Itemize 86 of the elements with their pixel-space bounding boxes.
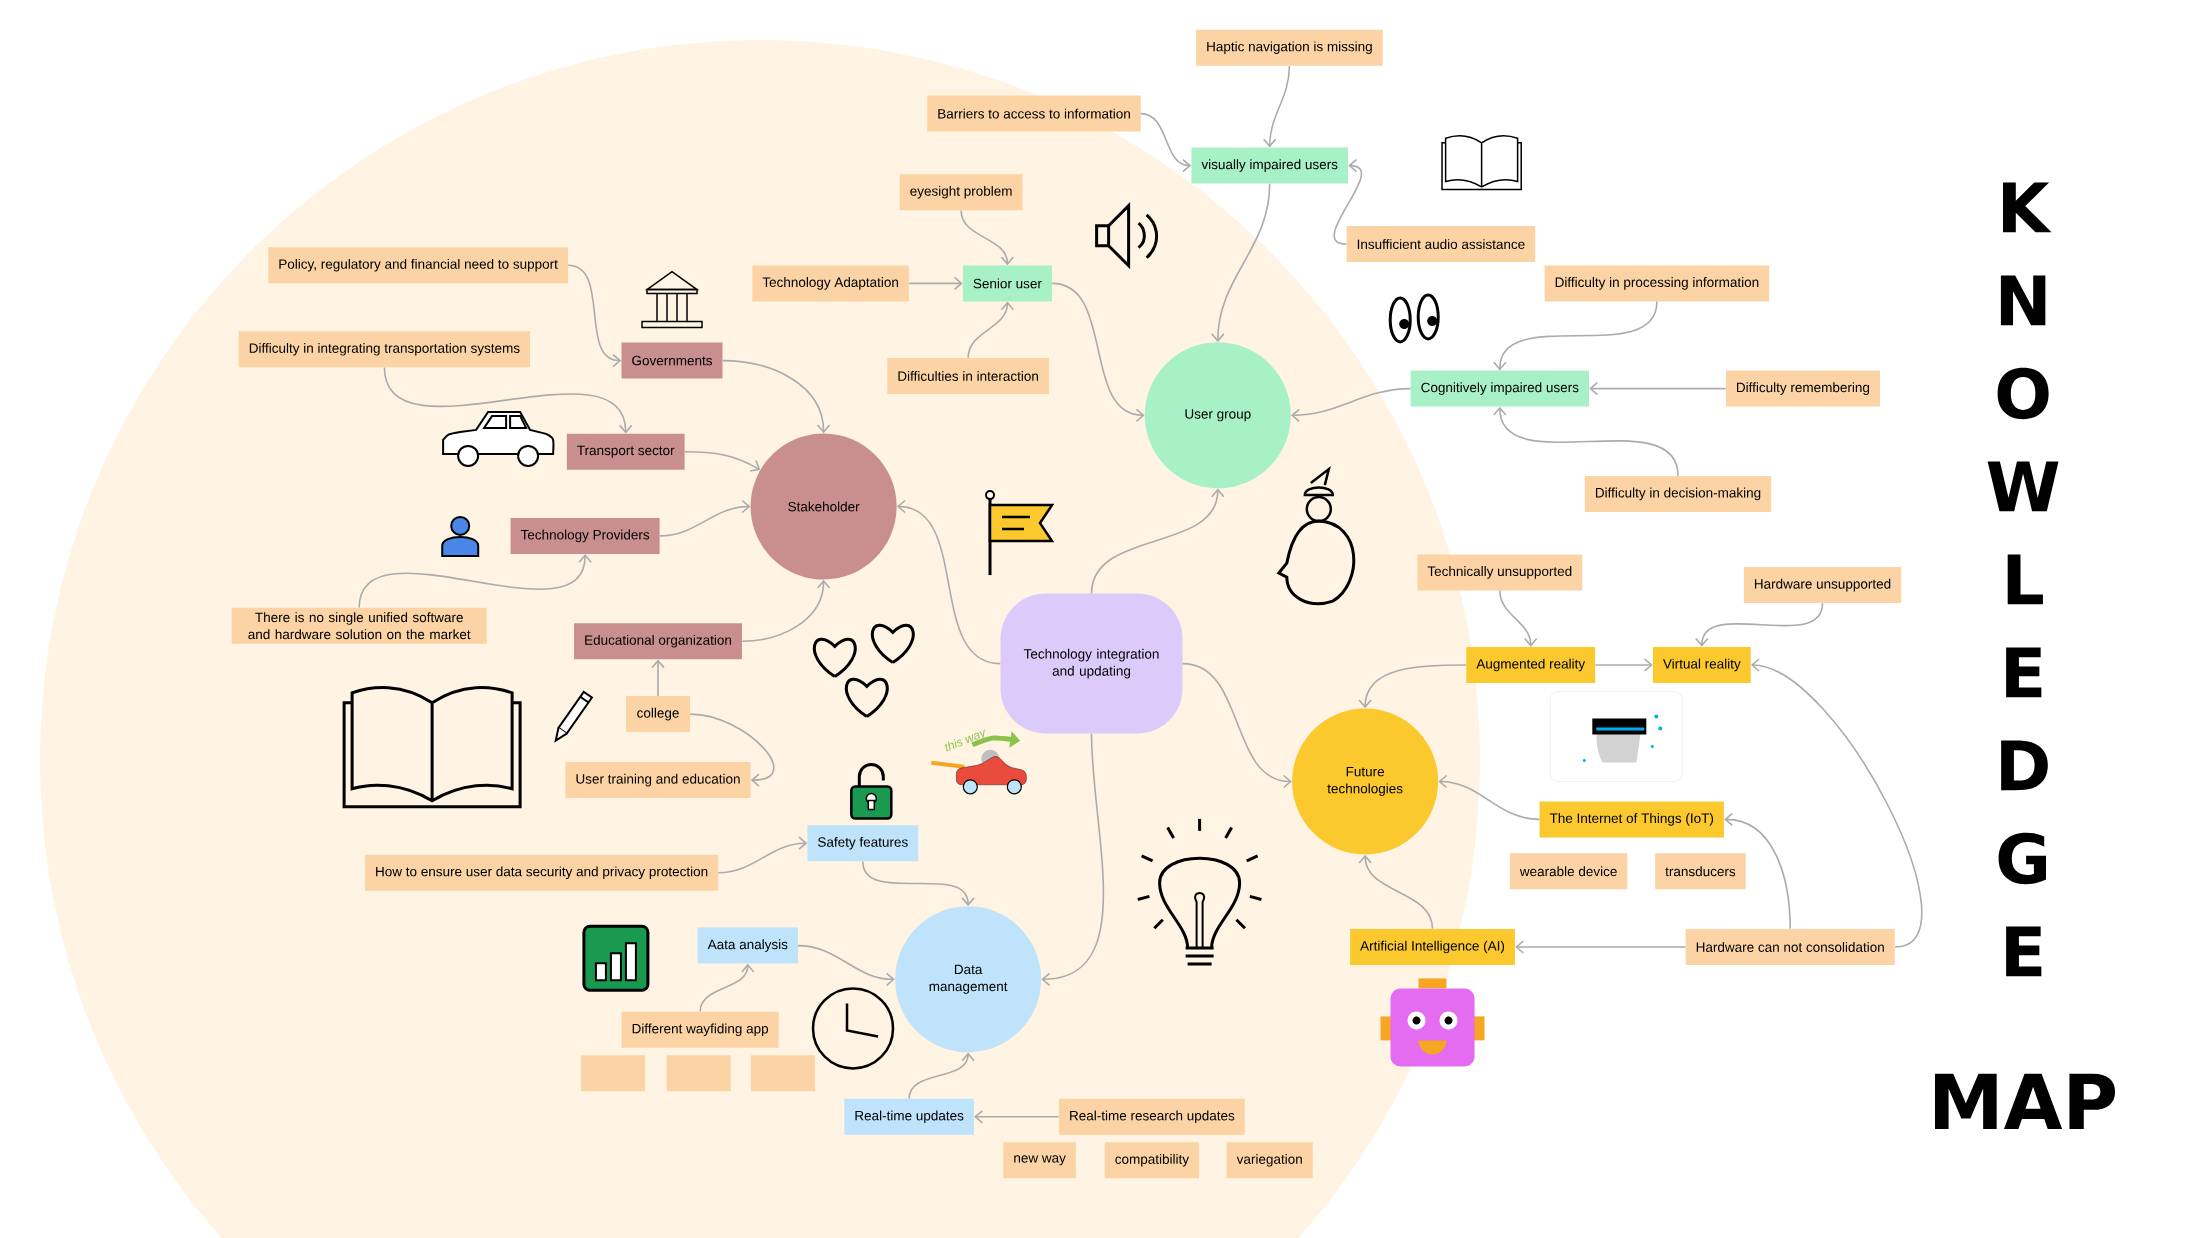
connector-arrow xyxy=(684,451,761,472)
topic-box: Insufficient audio assistance xyxy=(1346,226,1536,263)
topic-box: Senior user xyxy=(962,265,1052,302)
topic-box: Real-time research updates xyxy=(1059,1098,1245,1135)
connector-arrow xyxy=(960,209,1015,266)
topic-box: wearable device xyxy=(1509,853,1628,890)
topic-box: Cognitively impaired users xyxy=(1410,370,1589,407)
connector-arrow xyxy=(1724,812,1791,930)
topic-box: The Internet of Things (IoT) xyxy=(1539,801,1724,838)
connector-arrow xyxy=(717,836,808,874)
topic-box: Real-time updates xyxy=(844,1098,974,1135)
connector-arrow xyxy=(1051,282,1145,423)
connector-arrow xyxy=(651,659,665,697)
connector-arrow xyxy=(1090,488,1225,595)
title: KNOWLEDGE xyxy=(1987,182,2059,977)
connector-arrow xyxy=(1262,65,1291,148)
topic-box: Difficulty in decision-making xyxy=(1584,475,1772,512)
topic-box: Virtual reality xyxy=(1652,647,1751,683)
topic-box: Aata analysis xyxy=(697,927,798,964)
connector-arrow xyxy=(908,1052,975,1100)
topic-box: Technology Adaptation xyxy=(752,265,909,302)
topic-box: variegation xyxy=(1226,1142,1313,1179)
topic-box: Technology Providers xyxy=(510,517,660,554)
topic-box: Haptic navigation is missing xyxy=(1196,29,1383,66)
topic-box: Difficulty in processing information xyxy=(1544,265,1770,302)
connector-arrow xyxy=(1358,664,1467,709)
topic-box: Governments xyxy=(621,342,723,379)
connector-arrow xyxy=(659,499,751,537)
connector-arrow xyxy=(896,499,1002,665)
connector-arrow xyxy=(1589,381,1727,396)
connector-arrow xyxy=(1750,658,1923,948)
topic-card: Technology integration and updating xyxy=(1000,593,1183,734)
connector-arrow xyxy=(797,944,895,987)
topic-box: User training and education xyxy=(565,762,751,799)
connector-arrow xyxy=(862,860,975,907)
connector-arrow xyxy=(1291,387,1412,423)
topic-box: Hardware unsupported xyxy=(1743,567,1902,604)
topic-box: Difficulty in integrating transportation systems xyxy=(238,331,531,368)
connector-arrow xyxy=(699,963,755,1013)
topic-box: Hardware can not consolidation xyxy=(1685,929,1895,965)
connector-arrow xyxy=(383,366,633,434)
connector-arrow xyxy=(908,276,963,291)
connector-arrow xyxy=(1493,300,1658,371)
topic-box: eyesight problem xyxy=(899,174,1023,211)
connector-arrow xyxy=(1333,158,1362,245)
connector-arrow xyxy=(1041,733,1105,987)
topic-box: Policy, regulatory and financial need to support xyxy=(268,247,568,284)
connector-arrow xyxy=(689,713,775,787)
connector-arrow xyxy=(358,554,592,609)
connector-arrow xyxy=(1499,589,1538,647)
topic-box: There is no single unified software and hardware solution on the market xyxy=(231,607,487,644)
topic-box: Barriers to access to information xyxy=(927,95,1141,132)
blank-box xyxy=(750,1055,815,1092)
blank-box xyxy=(666,1055,731,1092)
connector-arrow xyxy=(1515,940,1687,954)
connector-arrow xyxy=(741,579,831,642)
title: MAP xyxy=(1935,1073,2116,1130)
topic-box: college xyxy=(626,696,690,733)
topic-box: visually impaired users xyxy=(1191,147,1348,184)
topic-box: Augmented reality xyxy=(1466,647,1596,683)
topic-box: Artificial Intelligence (AI) xyxy=(1350,929,1515,965)
connector-arrow xyxy=(1140,112,1192,173)
connector-arrow xyxy=(721,359,831,434)
topic-box: new way xyxy=(1003,1142,1076,1179)
topic-box: Different wayfiding app xyxy=(621,1011,779,1048)
connector-arrow xyxy=(1493,406,1679,477)
topic-box: Difficulty remembering xyxy=(1725,370,1880,407)
connector-arrow xyxy=(1594,658,1653,672)
topic-box: How to ensure user data security and privacy protection xyxy=(365,854,719,891)
connector-arrow xyxy=(1211,183,1271,343)
blank-box xyxy=(581,1055,646,1092)
connector-arrow xyxy=(1181,662,1292,789)
topic-box: Transport sector xyxy=(566,433,685,470)
topic-box: transducers xyxy=(1655,853,1746,890)
connector-arrow xyxy=(967,301,1015,359)
connector-arrow xyxy=(567,264,622,368)
connector-arrow xyxy=(974,1110,1060,1124)
topic-box: Difficulties in interaction xyxy=(887,358,1049,394)
topic-box: Safety features xyxy=(807,825,919,862)
connector-arrow xyxy=(1438,774,1541,821)
topic-box: Educational organization xyxy=(574,623,742,660)
handwritten-label: this way xyxy=(944,729,985,752)
topic-box: Technically unsupported xyxy=(1417,554,1583,591)
connector-arrow xyxy=(1358,854,1434,930)
connector-arrow xyxy=(1695,602,1824,647)
topic-box: compatibility xyxy=(1104,1142,1200,1179)
